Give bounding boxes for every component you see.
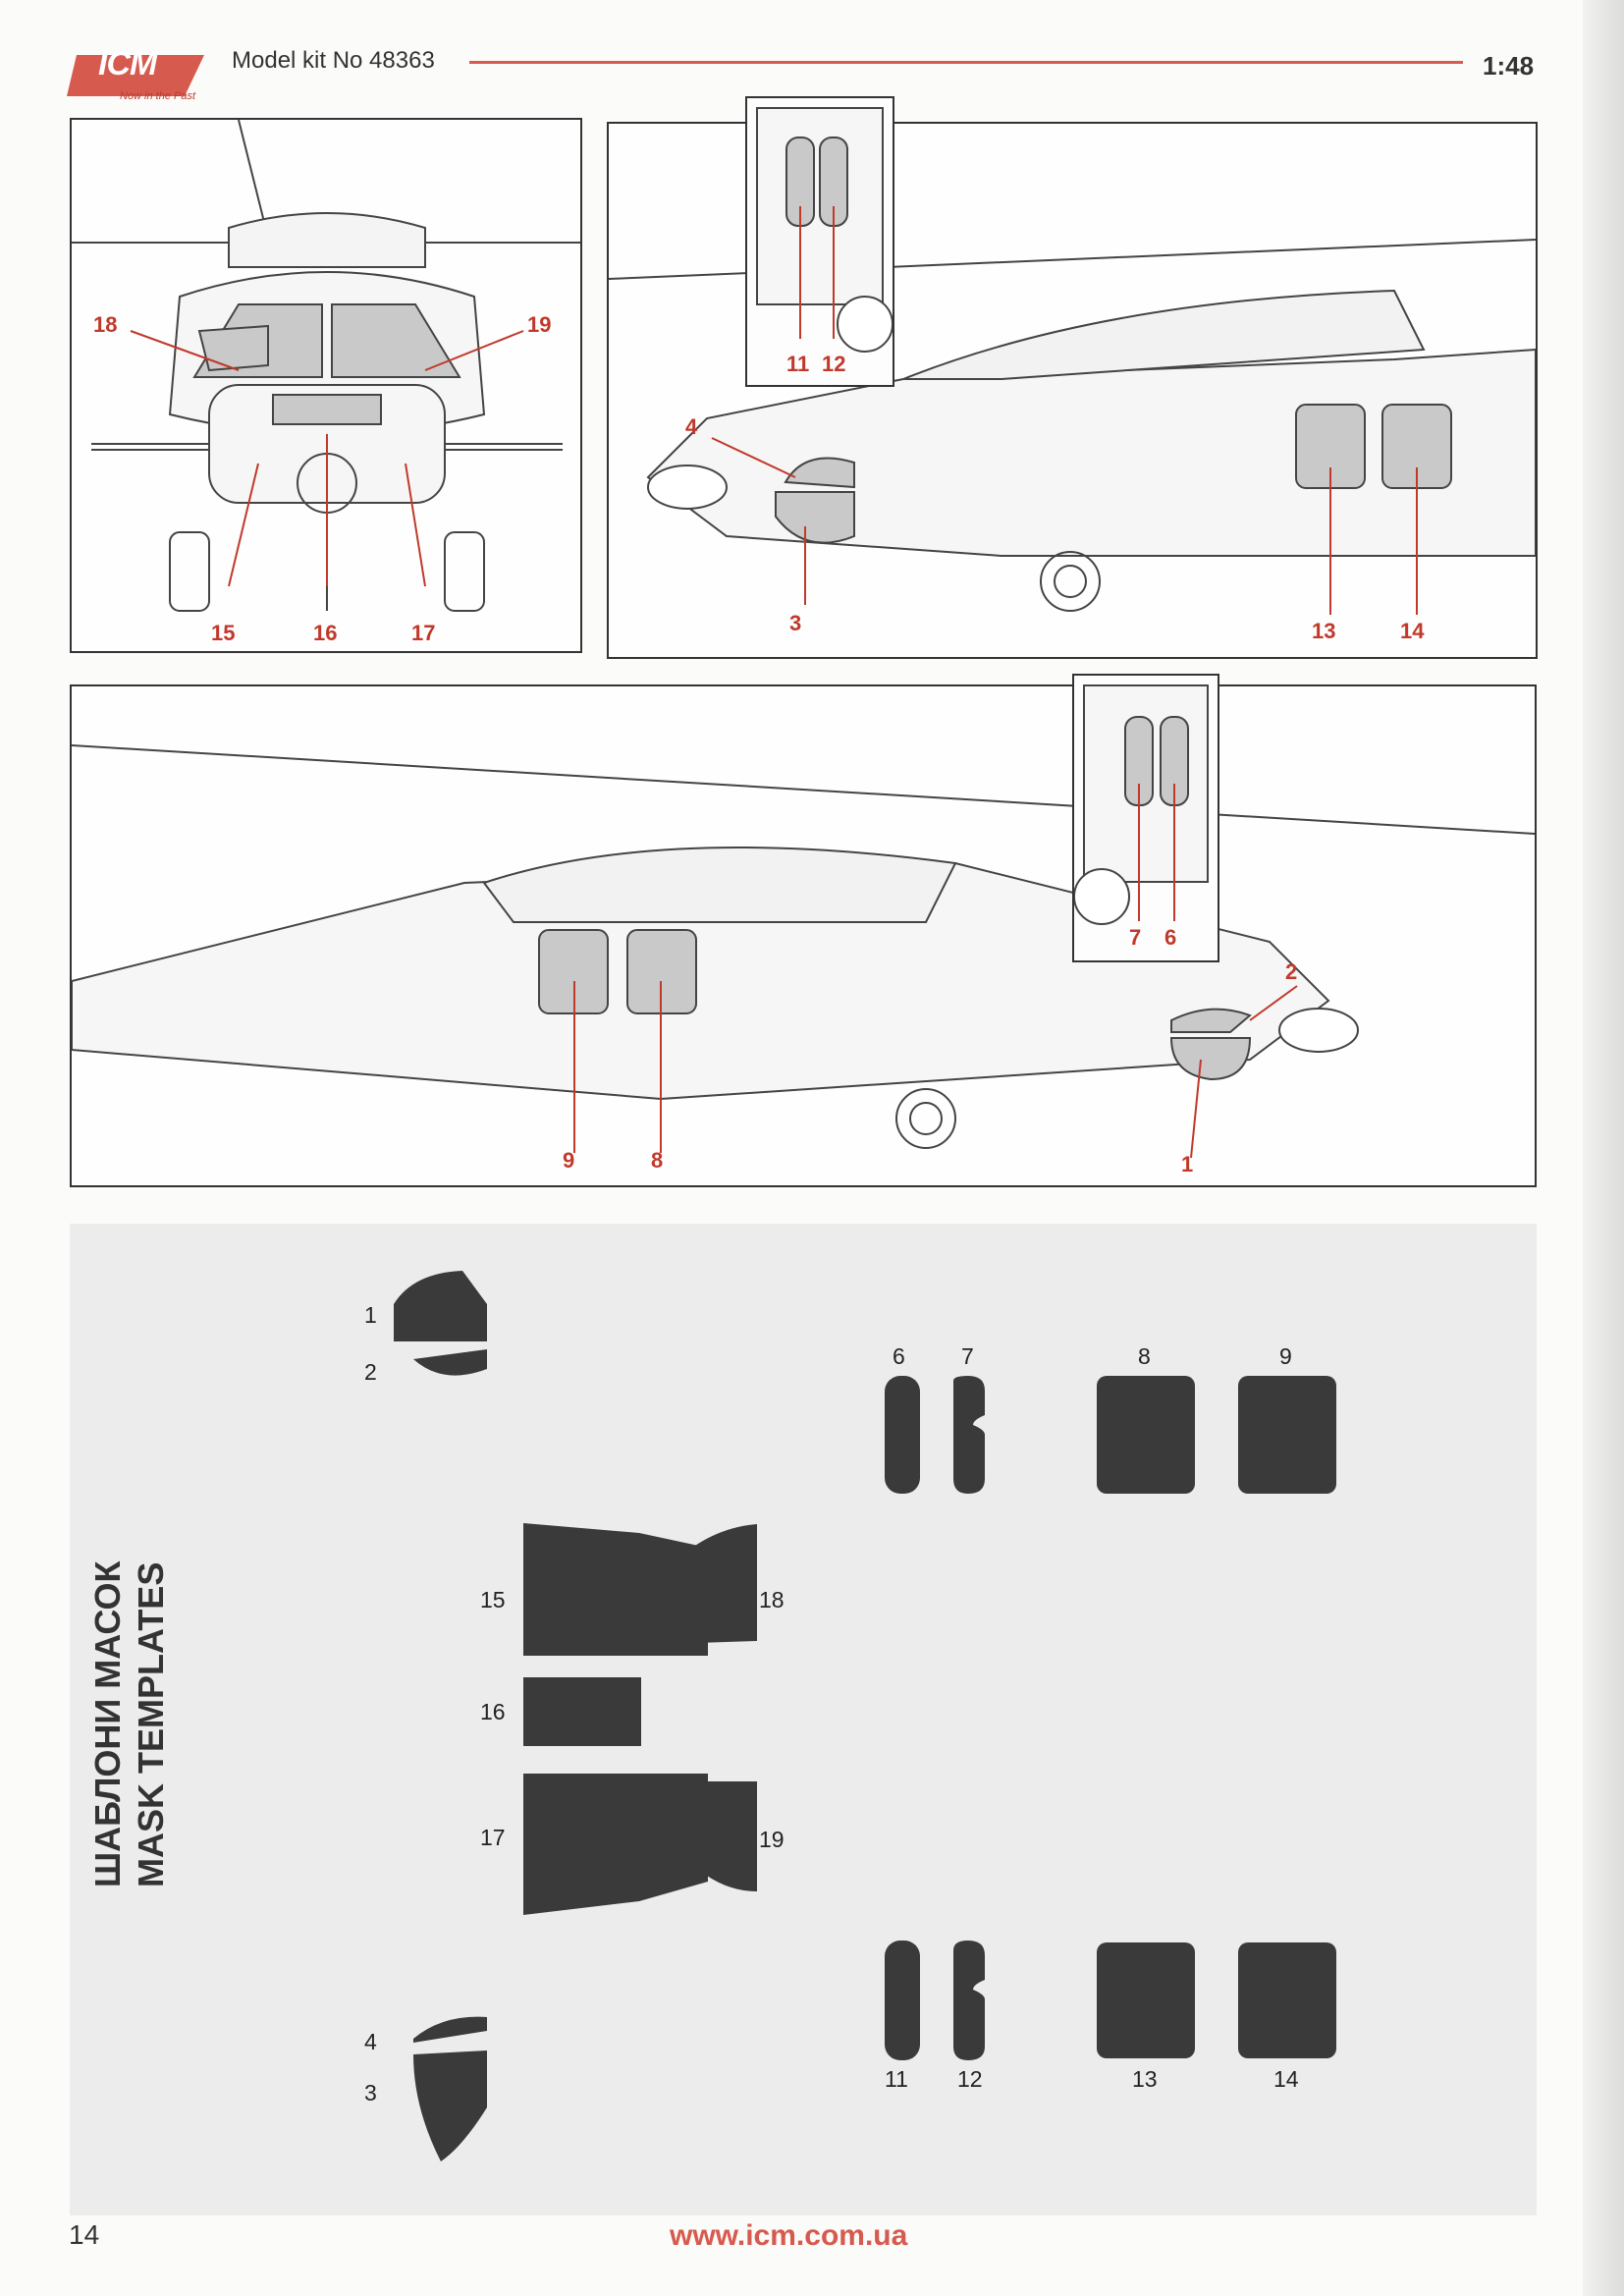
mask-label-2: 2 xyxy=(364,1359,377,1385)
callout-4: 4 xyxy=(685,414,698,439)
mask-label-17: 17 xyxy=(480,1825,506,1850)
mask-4 xyxy=(413,2016,487,2043)
right-inset-panel: 11 12 xyxy=(745,96,894,387)
mask-8 xyxy=(1097,1376,1195,1494)
mask-label-12: 12 xyxy=(957,2066,983,2092)
header-rule xyxy=(469,61,1463,64)
callout-9: 9 xyxy=(563,1148,575,1173)
scale-label: 1:48 xyxy=(1483,51,1535,81)
callout-3: 3 xyxy=(789,611,802,635)
window-3 xyxy=(775,491,855,544)
right-side-view-drawing xyxy=(608,239,1537,615)
mask-shapes xyxy=(394,1271,1336,2161)
mask-label-8: 8 xyxy=(1138,1343,1151,1369)
mask-label-9: 9 xyxy=(1279,1343,1292,1369)
mask-9 xyxy=(1238,1376,1336,1494)
logo-tagline: Now in the Past xyxy=(120,90,196,102)
page-number: 14 xyxy=(69,2219,100,2250)
left-inset-panel: 7 6 xyxy=(1072,674,1219,962)
kit-title: Model kit No 48363 xyxy=(232,47,435,74)
window-4 xyxy=(784,457,855,489)
mask-13 xyxy=(1097,1942,1195,2058)
mask-18 xyxy=(667,1524,757,1644)
mask-heading-english: MASK TEMPLATES xyxy=(131,1561,171,1887)
callout-15: 15 xyxy=(211,621,236,645)
mask-label-18: 18 xyxy=(759,1587,785,1613)
mask-label-15: 15 xyxy=(480,1587,506,1613)
callout-12: 12 xyxy=(822,352,846,376)
mask-label-19: 19 xyxy=(759,1827,785,1852)
callout-16: 16 xyxy=(313,621,338,645)
callout-6: 6 xyxy=(1164,925,1177,950)
left-side-view-panel: 2 9 8 1 xyxy=(70,684,1537,1187)
mask-6 xyxy=(885,1376,920,1494)
mask-label-13: 13 xyxy=(1132,2066,1158,2092)
callout-11: 11 xyxy=(786,352,810,376)
mask-label-4: 4 xyxy=(364,2029,377,2054)
mask-label-3: 3 xyxy=(364,2080,377,2105)
mask-14 xyxy=(1238,1942,1336,2058)
mask-label-14: 14 xyxy=(1273,2066,1299,2092)
left-side-view-drawing xyxy=(71,744,1536,1159)
mask-1 xyxy=(394,1271,487,1341)
mask-templates-sheet: 1 2 6 7 8 9 15 18 16 17 19 11 12 13 14 4… xyxy=(70,1224,1537,2215)
website-url[interactable]: www.icm.com.ua xyxy=(670,2219,908,2252)
callout-17: 17 xyxy=(411,621,436,645)
mask-label-11: 11 xyxy=(885,2066,908,2092)
window-1 xyxy=(1169,1037,1252,1081)
front-view-panel: 18 19 15 16 17 xyxy=(70,118,582,653)
window-2 xyxy=(1170,1008,1252,1033)
mask-17 xyxy=(523,1774,708,1915)
window-17 xyxy=(331,303,461,378)
mask-16 xyxy=(523,1677,641,1746)
logo-text: ICM xyxy=(98,45,157,82)
mask-3 xyxy=(413,2050,487,2161)
window-16 xyxy=(272,394,382,425)
callout-7: 7 xyxy=(1129,925,1142,950)
mask-label-1: 1 xyxy=(364,1302,377,1328)
callout-19: 19 xyxy=(527,312,552,337)
mask-12 xyxy=(953,1941,985,2060)
page-spine-edge xyxy=(1583,0,1624,2296)
mask-label-7: 7 xyxy=(961,1343,974,1369)
callout-13: 13 xyxy=(1312,619,1336,643)
mask-heading-ukrainian: ШАБЛОНИ МАСОК xyxy=(87,1560,128,1887)
mask-19 xyxy=(669,1781,757,1891)
callout-8: 8 xyxy=(651,1148,664,1173)
mask-11 xyxy=(885,1941,920,2060)
front-view-drawing xyxy=(72,119,580,612)
mask-2 xyxy=(413,1349,487,1376)
mask-15 xyxy=(523,1523,708,1656)
mask-7 xyxy=(953,1376,985,1494)
window-18-shape xyxy=(197,324,269,372)
mask-label-16: 16 xyxy=(480,1699,506,1724)
mask-templates-heading: ШАБЛОНИ МАСОК MASK TEMPLATES xyxy=(86,1534,173,1887)
right-inset-drawing xyxy=(756,107,893,353)
mask-label-6: 6 xyxy=(893,1343,905,1369)
icm-logo xyxy=(67,55,204,96)
callout-18: 18 xyxy=(93,312,118,337)
callout-1: 1 xyxy=(1181,1152,1194,1176)
callout-14: 14 xyxy=(1400,619,1425,643)
callout-2: 2 xyxy=(1285,959,1298,984)
left-inset-drawing xyxy=(1073,684,1209,925)
